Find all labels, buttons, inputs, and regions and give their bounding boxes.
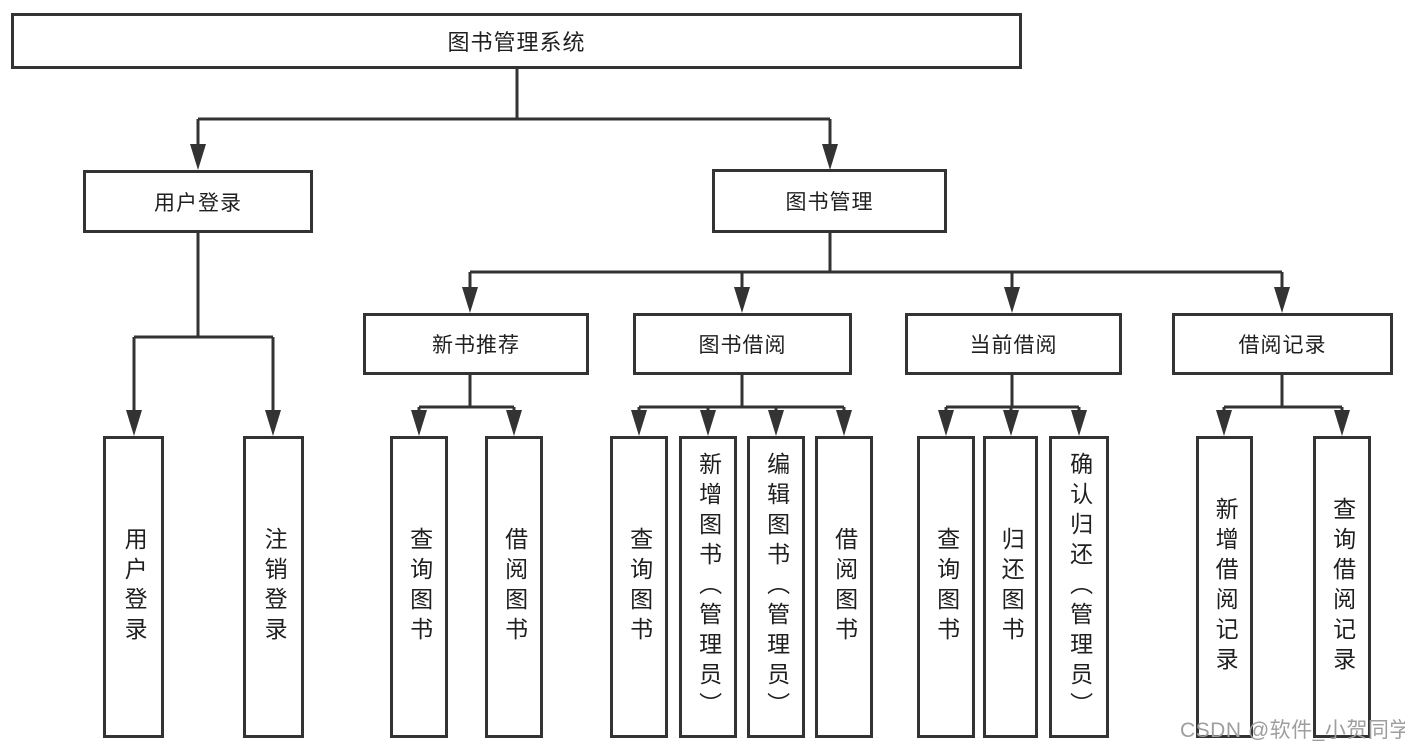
leaf-edit-books-admin: 编辑图书（管理员） bbox=[747, 436, 805, 738]
node-label: 图书借阅 bbox=[698, 334, 787, 357]
node-label: 新增借阅记录 bbox=[1212, 497, 1239, 677]
node-current-borrowing: 当前借阅 bbox=[905, 313, 1122, 375]
node-label: 当前借阅 bbox=[969, 334, 1058, 357]
node-label: 查询图书 bbox=[933, 527, 960, 647]
node-label: 查询图书 bbox=[406, 527, 433, 647]
node-label: 借阅记录 bbox=[1238, 334, 1327, 357]
csdn-watermark: CSDN @软件_小贺同学 bbox=[1180, 719, 1405, 742]
node-label: 新增图书（管理员） bbox=[695, 452, 722, 722]
node-label: 借阅图书 bbox=[501, 527, 528, 647]
node-label: 编辑图书（管理员） bbox=[763, 452, 790, 722]
node-label: 查询图书 bbox=[626, 527, 653, 647]
leaf-recommend-query-books: 查询图书 bbox=[390, 436, 448, 738]
node-label: 注销登录 bbox=[261, 527, 288, 647]
node-label: 图书管理 bbox=[785, 191, 874, 214]
node-book-borrowing: 图书借阅 bbox=[633, 313, 852, 375]
node-label: 用户登录 bbox=[154, 191, 242, 215]
leaf-borrow-books: 借阅图书 bbox=[815, 436, 873, 738]
node-root-library-system: 图书管理系统 bbox=[11, 13, 1022, 69]
leaf-add-borrow-record: 新增借阅记录 bbox=[1196, 436, 1253, 738]
node-label: 用户登录 bbox=[121, 527, 148, 647]
node-label: 查询借阅记录 bbox=[1329, 497, 1356, 677]
leaf-recommend-borrow-books: 借阅图书 bbox=[485, 436, 543, 738]
leaf-user-login: 用户登录 bbox=[103, 436, 164, 738]
node-label: 归还图书 bbox=[998, 527, 1025, 647]
leaf-logout: 注销登录 bbox=[243, 436, 304, 738]
node-label: 新书推荐 bbox=[432, 334, 520, 357]
node-book-management: 图书管理 bbox=[712, 169, 947, 233]
node-label: 借阅图书 bbox=[831, 527, 858, 647]
node-borrowing-records: 借阅记录 bbox=[1172, 313, 1393, 375]
node-user-login: 用户登录 bbox=[83, 170, 313, 233]
leaf-confirm-return-admin: 确认归还（管理员） bbox=[1049, 436, 1109, 738]
node-new-book-recommendation: 新书推荐 bbox=[363, 313, 589, 375]
leaf-add-books-admin: 新增图书（管理员） bbox=[679, 436, 737, 738]
leaf-return-books: 归还图书 bbox=[983, 436, 1038, 738]
leaf-borrow-query-books: 查询图书 bbox=[610, 436, 668, 738]
leaf-current-query-books: 查询图书 bbox=[917, 436, 975, 738]
leaf-query-borrow-record: 查询借阅记录 bbox=[1313, 436, 1371, 738]
node-label: 确认归还（管理员） bbox=[1066, 452, 1093, 722]
node-label: 图书管理系统 bbox=[447, 30, 586, 55]
